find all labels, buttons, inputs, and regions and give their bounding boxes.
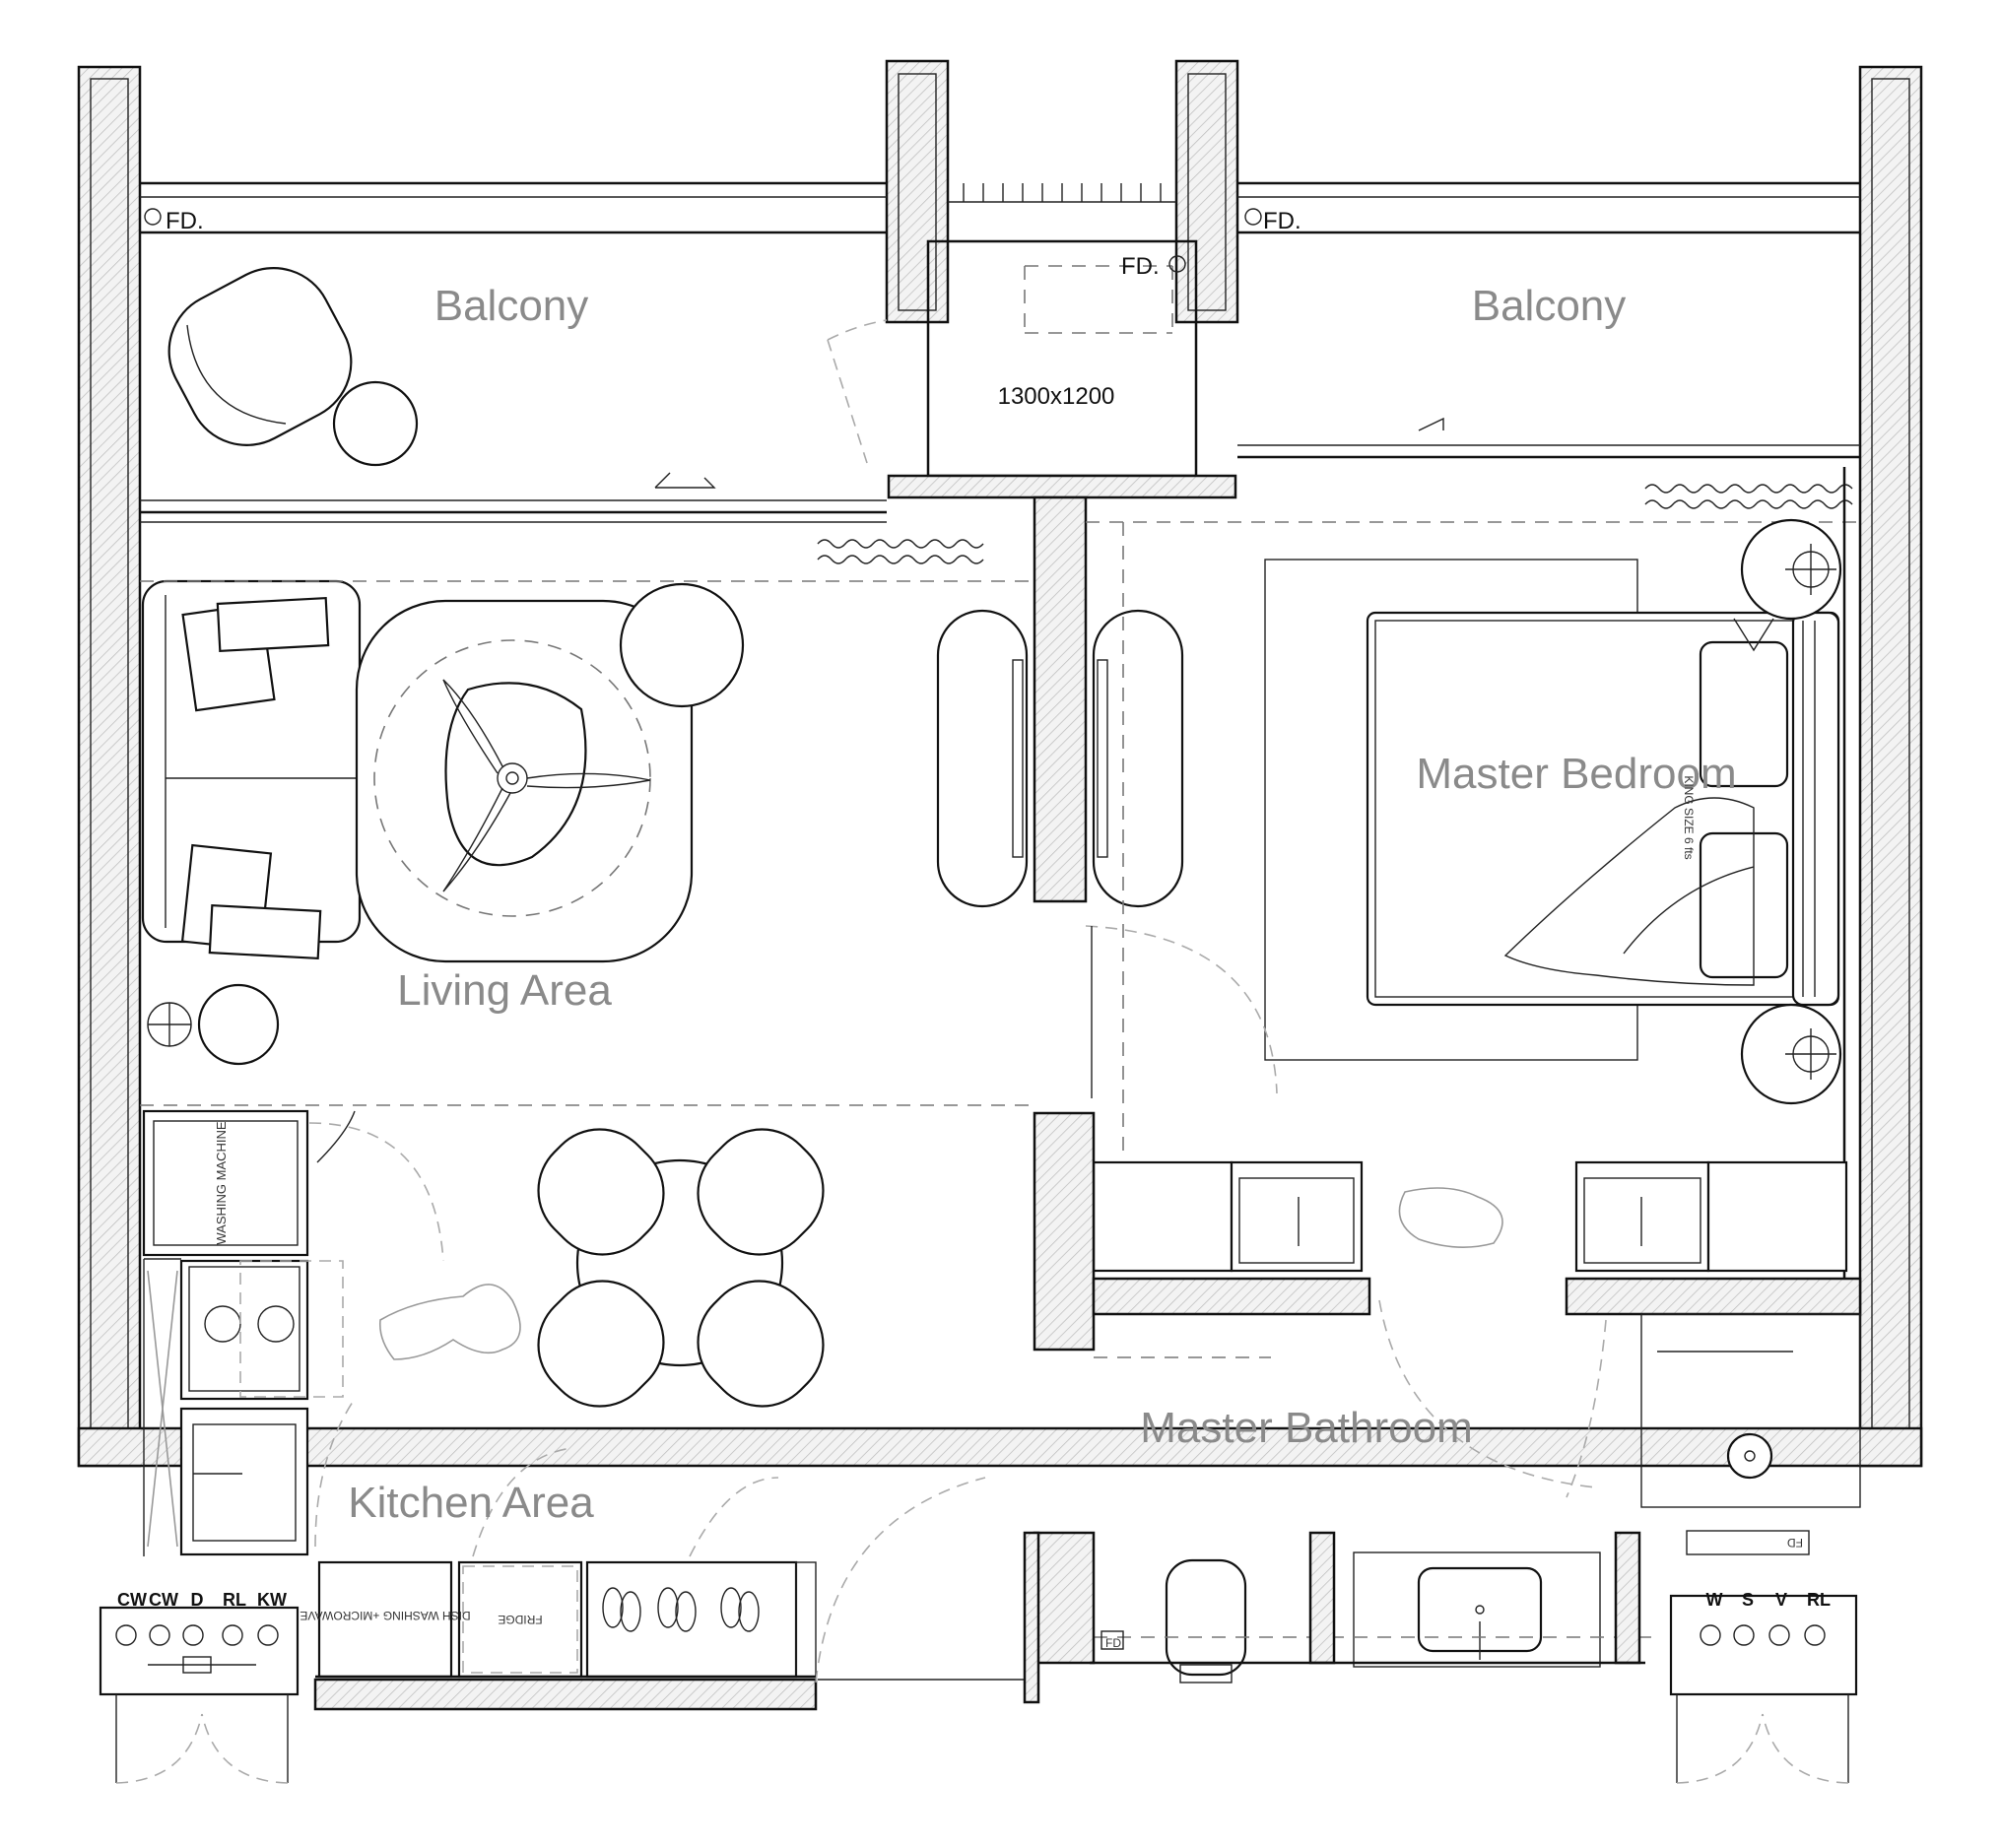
nightstand-top-icon [1740,518,1842,621]
master-bathroom [1033,1277,1862,1683]
lounge-chair-icon [167,267,353,446]
valve-label: KW [257,1590,287,1610]
wardrobe-right-icon [1574,1160,1848,1273]
entrance-door-swing [815,1477,986,1683]
master-bathroom-label: Master Bathroom [1140,1404,1472,1452]
dishwasher-box [317,1560,453,1679]
floor-drain-icon [1168,255,1186,273]
bed-size-label: KING SIZE 6 fts [1682,775,1696,859]
center-pillar-left [885,59,950,324]
fd-left-label: FD. [166,208,204,234]
nightstand-bottom-icon [1740,1003,1842,1105]
utility-cabinet-right [1669,1594,1858,1784]
shoe-cabinet-icon [585,1560,798,1679]
shoes-icon [602,1587,760,1632]
pillow-icon [1699,831,1789,979]
rug-shape [378,1284,521,1360]
balcony-right-label: Balcony [1472,282,1627,330]
rug-shape [1398,1187,1503,1248]
door-arrow-icon [316,1110,356,1163]
shower-area [1640,1313,1861,1508]
living-area-label: Living Area [397,966,612,1015]
side-table-icon [332,380,419,467]
bed-icon [1366,611,1840,1007]
balcony-right [1237,181,1860,459]
washing-machine-label: WASHING MACHINE [214,1121,229,1245]
sink-icon [1353,1551,1601,1668]
pillow-icon [1699,640,1789,788]
left-outer-wall [77,65,142,1468]
sofa-icon [141,579,362,960]
bench-icon [1092,609,1184,908]
floor-drain-icon [1244,208,1262,226]
valve-label: RL [223,1590,246,1610]
dishwasher-label: DISH WASHING +MICROWAVE [300,1609,470,1622]
balcony-left-label: Balcony [434,282,589,330]
valve-label: CW [117,1590,147,1610]
cabinet-door-swing [314,1398,356,1548]
side-table-icon [619,582,745,708]
master-bedroom [1033,467,1860,1352]
valve-label: S [1742,1590,1754,1610]
floor-drain-icon [144,208,162,226]
shaft-size-label: 1300x1200 [998,383,1115,410]
utility-cabinet-left [99,1606,300,1784]
sliding-arrow-icon [1418,417,1444,431]
exterior-walls [77,59,1923,1468]
fridge-label: FRIDGE [498,1613,542,1626]
fridge-box [457,1560,583,1679]
wardrobe-left-icon [1092,1160,1364,1273]
sliding-arrow-icon [655,477,716,489]
fd-right-label: FD. [1263,208,1301,234]
ceiling-light-icon [147,1002,192,1047]
kitchen-area [142,1109,1040,1711]
right-outer-wall [1858,65,1923,1468]
kitchen-area-label: Kitchen Area [348,1479,594,1527]
bench-icon [936,609,1029,908]
valve-label: RL [1807,1590,1831,1610]
shower-drain-bar [1686,1530,1810,1555]
sliding-curtain-icon [817,539,984,564]
shower-drain-icon [1726,1432,1773,1480]
toilet-icon [1165,1558,1247,1683]
ceiling-fan-icon [442,679,651,892]
fd-shower-label: FD [1787,1536,1803,1550]
center-pillar-right [1174,59,1239,324]
valve-label: W [1706,1590,1723,1610]
valve-label: D [191,1590,204,1610]
bedroom-door-swing [1085,925,1278,1094]
dining-chair-icon [537,1128,825,1408]
master-bedroom-label: Master Bedroom [1416,750,1736,798]
fd-bath-label: FD [1105,1636,1121,1650]
valve-label: CW [149,1590,178,1610]
washing-machine-box [142,1109,309,1257]
bottom-outer-wall [77,1426,1923,1468]
service-shaft [827,183,1237,903]
sliding-curtain-icon [1644,484,1853,509]
balcony-left [140,181,887,523]
ceiling-fan-outline [373,639,651,917]
valve-label: V [1775,1590,1787,1610]
burner-icon [257,1305,295,1343]
fd-shaft-label: FD. [1121,253,1160,280]
side-table-icon [197,983,280,1066]
living-area [140,539,1184,1106]
kitchen-door-swing [308,1122,444,1262]
